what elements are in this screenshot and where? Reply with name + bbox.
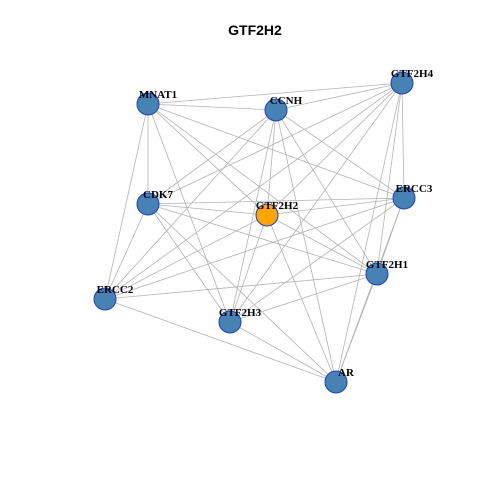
edge-ccnh-ercc2 — [104, 109, 277, 300]
edge-cdk7-gtf2h1 — [147, 203, 378, 275]
node-ercc3: ERCC3 — [392, 183, 433, 210]
node-label-mnat1: MNAT1 — [139, 89, 177, 101]
edge-gtf2h2-gtf2h1 — [266, 214, 378, 275]
node-gtf2h1: GTF2H1 — [365, 259, 408, 286]
edge-cdk7-ercc3 — [147, 197, 405, 205]
node-label-ercc2: ERCC2 — [97, 284, 134, 296]
edge-ccnh-cdk7 — [147, 109, 277, 205]
edge-mnat1-gtf2h1 — [147, 103, 378, 275]
node-circle-cdk7 — [136, 192, 160, 216]
edge-gtf2h2-ercc2 — [104, 214, 268, 300]
edge-ercc3-gtf2h3 — [229, 197, 405, 323]
node-label-cdk7: CDK7 — [143, 189, 173, 201]
edge-gtf2h4-ercc3 — [401, 82, 405, 199]
edge-mnat1-ercc3 — [147, 103, 405, 199]
node-label-gtf2h1: GTF2H1 — [366, 259, 408, 271]
node-label-ccnh: CCNH — [270, 95, 303, 107]
node-circle-mnat1 — [136, 92, 160, 116]
edge-ccnh-ercc3 — [275, 109, 405, 199]
node-label-gtf2h3: GTF2H3 — [219, 307, 262, 319]
edge-mnat1-gtf2h4 — [147, 82, 403, 105]
edge-cdk7-gtf2h2 — [147, 203, 268, 216]
node-gtf2h3: GTF2H3 — [218, 307, 262, 334]
node-ccnh: CCNH — [264, 95, 303, 122]
edge-ercc3-ercc2 — [104, 197, 405, 300]
edge-ccnh-gtf2h4 — [275, 82, 403, 111]
edge-gtf2h1-ercc2 — [104, 273, 378, 300]
node-circle-ercc2 — [93, 287, 117, 311]
edge-gtf2h4-cdk7 — [147, 82, 403, 205]
node-label-ercc3: ERCC3 — [396, 183, 433, 195]
edge-gtf2h1-gtf2h3 — [229, 273, 378, 323]
node-ar: AR — [324, 367, 355, 394]
node-label-gtf2h4: GTF2H4 — [391, 68, 434, 80]
edge-cdk7-gtf2h3 — [147, 203, 231, 323]
node-gtf2h2: GTF2H2 — [255, 200, 299, 227]
node-circle-gtf2h1 — [365, 262, 389, 286]
edge-gtf2h3-ar — [229, 321, 337, 383]
node-label-ar: AR — [338, 367, 355, 379]
node-mnat1: MNAT1 — [136, 89, 177, 116]
edge-ccnh-gtf2h2 — [266, 109, 277, 216]
edge-gtf2h4-gtf2h3 — [229, 82, 403, 323]
edge-gtf2h2-ercc3 — [266, 197, 405, 216]
edge-mnat1-ccnh — [147, 103, 277, 111]
edge-layer — [104, 82, 405, 383]
edge-cdk7-ercc2 — [104, 203, 149, 300]
edge-cdk7-ar — [147, 203, 337, 383]
edge-gtf2h4-gtf2h2 — [266, 82, 403, 216]
edge-gtf2h2-gtf2h3 — [229, 214, 268, 323]
node-cdk7: CDK7 — [136, 189, 173, 216]
edge-mnat1-gtf2h2 — [147, 103, 268, 216]
edge-ccnh-gtf2h1 — [275, 109, 378, 275]
edge-gtf2h4-gtf2h1 — [376, 82, 403, 275]
node-circle-ar — [324, 370, 348, 394]
diagram-title: GTF2H2 — [228, 22, 282, 38]
node-ercc2: ERCC2 — [93, 284, 134, 311]
node-label-gtf2h2: GTF2H2 — [256, 200, 299, 212]
node-circle-gtf2h3 — [218, 310, 242, 334]
node-circle-ccnh — [264, 98, 288, 122]
node-circle-gtf2h4 — [390, 71, 414, 95]
edge-gtf2h4-ercc2 — [104, 82, 403, 300]
edge-mnat1-gtf2h3 — [147, 103, 231, 323]
edge-gtf2h4-ar — [335, 82, 403, 383]
node-circle-ercc3 — [392, 186, 416, 210]
edge-ercc2-ar — [104, 298, 337, 383]
edge-mnat1-ercc2 — [104, 103, 149, 300]
node-gtf2h4: GTF2H4 — [390, 68, 434, 95]
edge-gtf2h1-ar — [335, 273, 378, 383]
node-circle-gtf2h2 — [255, 203, 279, 227]
edge-ccnh-ar — [275, 109, 337, 383]
